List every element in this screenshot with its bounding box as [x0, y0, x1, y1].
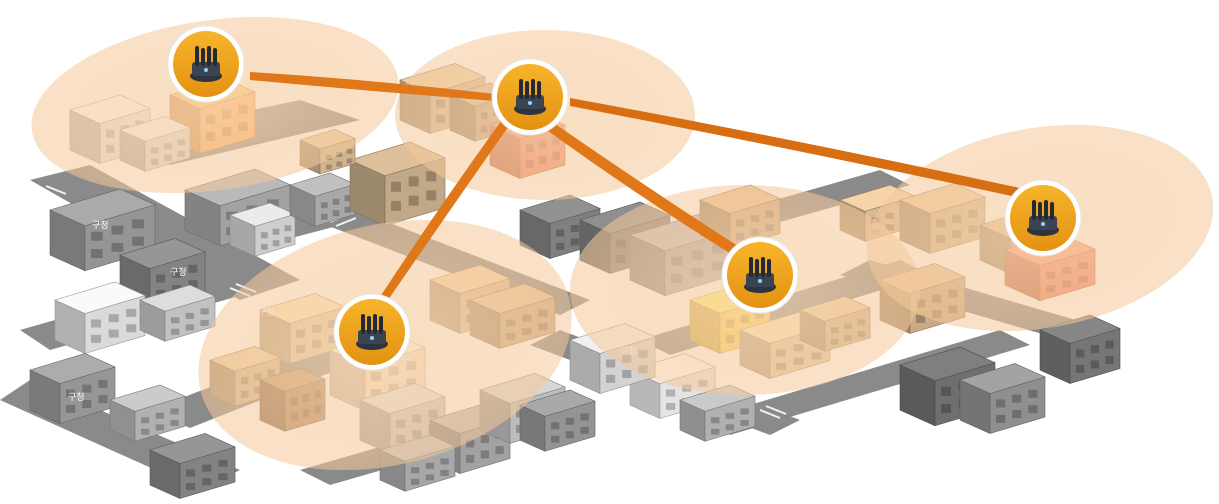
mesh-router-icon [744, 257, 776, 293]
mesh-nodes [167, 25, 1082, 371]
link-node2-node3 [378, 106, 520, 300]
link-node1-node2 [250, 72, 520, 103]
building [54, 281, 146, 354]
building [289, 172, 356, 227]
building [1039, 314, 1121, 384]
building [229, 202, 296, 257]
coverage-area-node-1 [31, 16, 399, 194]
node-2 [491, 58, 569, 136]
building [29, 353, 116, 424]
building-sign: 구청 [68, 392, 85, 403]
node-5 [1004, 179, 1082, 257]
building [149, 433, 236, 499]
building-sign: 구청 [92, 220, 109, 231]
building [959, 363, 1046, 434]
mesh-router-icon [1027, 200, 1059, 236]
node-3 [333, 293, 411, 371]
mesh-router-icon [514, 79, 546, 115]
mesh-router-icon [356, 314, 388, 350]
node-4 [721, 236, 799, 314]
link-node2-node4 [530, 112, 752, 262]
building [109, 384, 186, 442]
building-sign: 구청 [170, 267, 187, 278]
wireless-links [250, 72, 1038, 300]
link-node2-node5 [570, 98, 1038, 200]
building [139, 284, 216, 342]
building [519, 389, 596, 452]
node-1 [167, 25, 245, 103]
mesh-router-icon [190, 46, 222, 82]
